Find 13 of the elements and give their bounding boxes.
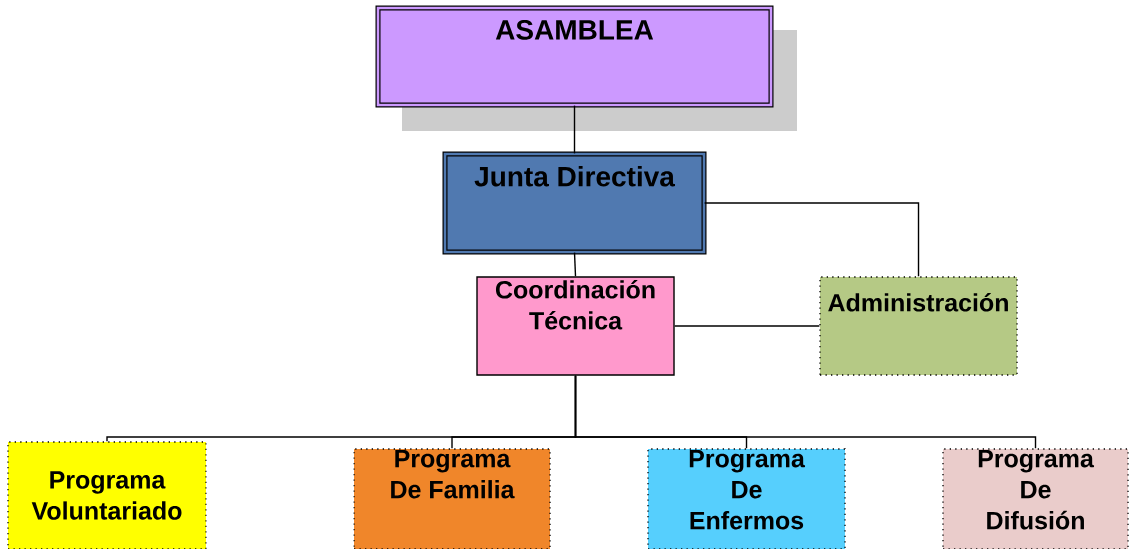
org-box: Programa De Familia [353, 448, 551, 549]
org-box: Programa De Enfermos [647, 448, 846, 549]
org-box: ASAMBLEA [375, 5, 797, 131]
org-box: Administración [819, 276, 1018, 376]
org-box: Coordinación Técnica [476, 276, 675, 376]
connector-line [674, 325, 821, 327]
connector-line [573, 251, 577, 277]
org-box: Programa Voluntariado [7, 441, 207, 549]
org-box: Junta Directiva [442, 151, 707, 255]
connector-line [703, 202, 920, 278]
org-box: Programa De Difusión [942, 448, 1129, 549]
connector-line [574, 375, 1037, 450]
connector-line [573, 104, 576, 155]
